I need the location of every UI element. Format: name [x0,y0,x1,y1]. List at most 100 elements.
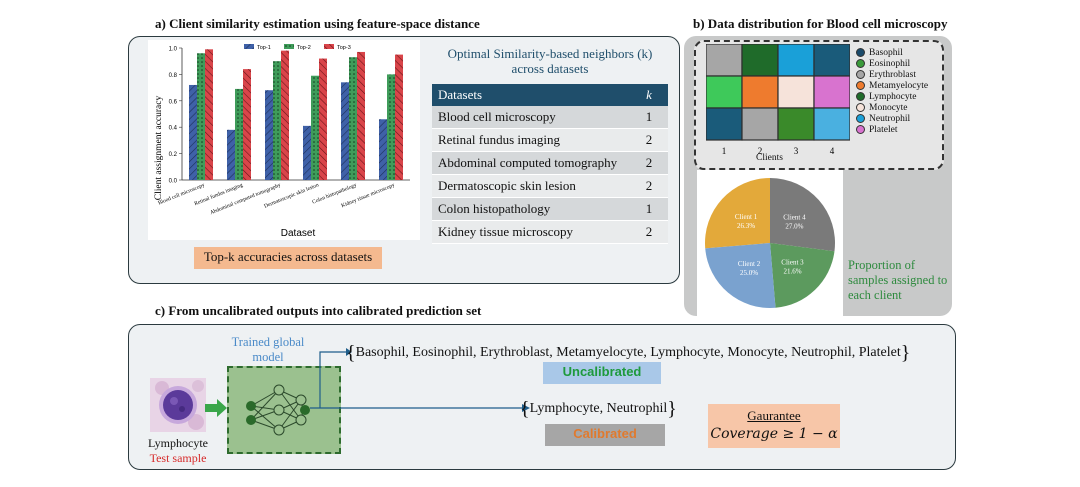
legend-dot [856,59,865,68]
bar-chart-ytick: 1.0 [169,47,178,53]
bar-chart-ytick: 0.2 [169,152,178,158]
pie-slice-value: 25.0% [740,269,758,277]
table-cell-dataset: Dermatoscopic skin lesion [432,174,630,198]
table-row: Abdominal computed tomography 2 [432,151,668,175]
test-sample-image [150,378,206,432]
legend-item: Neutrophil [856,113,928,124]
section-a-title: a) Client similarity estimation using fe… [155,16,480,31]
bar-hatch [357,51,365,181]
table-title-line2: across datasets [511,61,589,76]
open-brace-icon: { [520,397,530,420]
table-cell-dataset: Kidney tissue microscopy [432,220,630,244]
bar-hatch [189,84,197,180]
bar-hatch [349,57,357,180]
bar-hatch [205,49,213,180]
bar-legend-hatch [244,44,254,49]
bar-chart-ytick: 0.0 [169,179,178,185]
grid-cell [777,44,815,77]
section-c-title: c) From uncalibrated outputs into calibr… [155,303,482,318]
legend-dot [856,125,865,134]
table-row: Colon histopathology 1 [432,197,668,221]
table-cell-k: 2 [630,174,668,198]
table-title-line1: Optimal Similarity-based neighbors (k) [447,46,653,61]
table-cell-dataset: Abdominal computed tomography [432,151,630,175]
guarantee-title: Gaurantee [747,408,801,423]
bar-chart-ytick: 0.4 [169,126,178,132]
grid-tick: 3 [794,146,799,156]
table-title: Optimal Similarity-based neighbors (k) a… [432,46,668,76]
grid-tick: 2 [758,146,763,156]
calibrated-label: Calibrated [545,424,665,446]
input-sublabel: Test sample [149,451,207,465]
grid-cell [706,75,743,109]
bar-chart-ytick: 0.6 [169,99,178,105]
table-header-datasets: Datasets [432,84,630,106]
bar-chart-xlabel: Dataset [281,228,316,239]
grid-legend: Basophil Eosinophil Erythroblast Metamye… [856,47,928,135]
legend-dot [856,81,865,90]
legend-item: Monocyte [856,102,928,113]
pie-slice [705,243,776,308]
grid-xlabel: Clients [756,153,783,163]
pie-slice-label: Client 3 [781,258,804,266]
calibrated-set: { Lymphocyte, Neutrophil } [520,396,677,422]
legend-label: Erythroblast [869,69,916,80]
table-row: Blood cell microscopy 1 [432,106,668,129]
bar-hatch [243,69,251,180]
legend-dot [856,48,865,57]
model-label: Trained global model [231,335,305,364]
table-cell-k: 2 [630,220,668,244]
close-brace-icon: } [900,341,911,364]
legend-dot [856,103,865,112]
open-brace-icon: { [346,341,356,364]
table-cell-k: 1 [630,106,668,129]
pie-slice-value: 21.6% [783,267,801,275]
class-distribution-grid: 1 2 3 4 [706,44,850,156]
input-label: Lymphocyte [148,436,208,450]
table-cell-dataset: Retinal fundus imaging [432,128,630,152]
bar-chart-ylabel: Client assignment accuracy [154,96,164,201]
pie-slice-label: Client 2 [738,260,761,268]
bar-legend-hatch [324,44,334,49]
grid-cell [813,44,850,77]
legend-label: Lymphocyte [869,91,917,102]
table-cell-dataset: Blood cell microscopy [432,106,630,129]
output-arrows [310,348,530,412]
grid-cell [813,75,850,109]
pie-slice [770,243,835,308]
legend-dot [856,114,865,123]
bar-hatch [235,88,243,180]
legend-item: Eosinophil [856,58,928,69]
bar-legend-label: Top-2 [297,45,311,51]
grid-cell [706,44,743,77]
legend-label: Neutrophil [869,113,911,124]
uncalibrated-set: { Basophil, Eosinophil, Erythroblast, Me… [346,340,946,366]
bar-hatch [281,50,289,180]
table-row: Kidney tissue microscopy 2 [432,220,668,244]
legend-item: Metamyelocyte [856,80,928,91]
global-model-box [227,366,341,454]
pie-chart: Client 126.3%Client 427.0%Client 321.6%C… [697,170,843,316]
guarantee-box: Gaurantee Coverage ≥ 1 − α [708,404,840,448]
lymphocyte-cell-icon [155,380,204,430]
table-header-k: k [630,84,668,106]
pie-slice-value: 26.3% [737,222,755,230]
neighbors-table: Datasets k Blood cell microscopy 1 Retin… [432,84,668,244]
table-cell-k: 2 [630,151,668,175]
grid-cell [741,44,779,77]
legend-label: Basophil [869,47,903,58]
legend-item: Basophil [856,47,928,58]
grid-tick: 1 [722,146,727,156]
bar-hatch [341,82,349,180]
legend-label: Platelet [869,124,898,135]
bar-hatch [303,125,311,180]
close-brace-icon: } [667,397,677,420]
pie-slice [705,178,770,249]
pie-slice [770,178,835,252]
legend-label: Metamyelocyte [869,80,929,91]
bar-legend-hatch [284,44,294,49]
bar-legend-label: Top-3 [337,45,351,51]
pie-caption: Proportion of samples assigned to each c… [848,258,948,302]
grid-cell [777,107,815,141]
table-row: Retinal fundus imaging 2 [432,128,668,152]
